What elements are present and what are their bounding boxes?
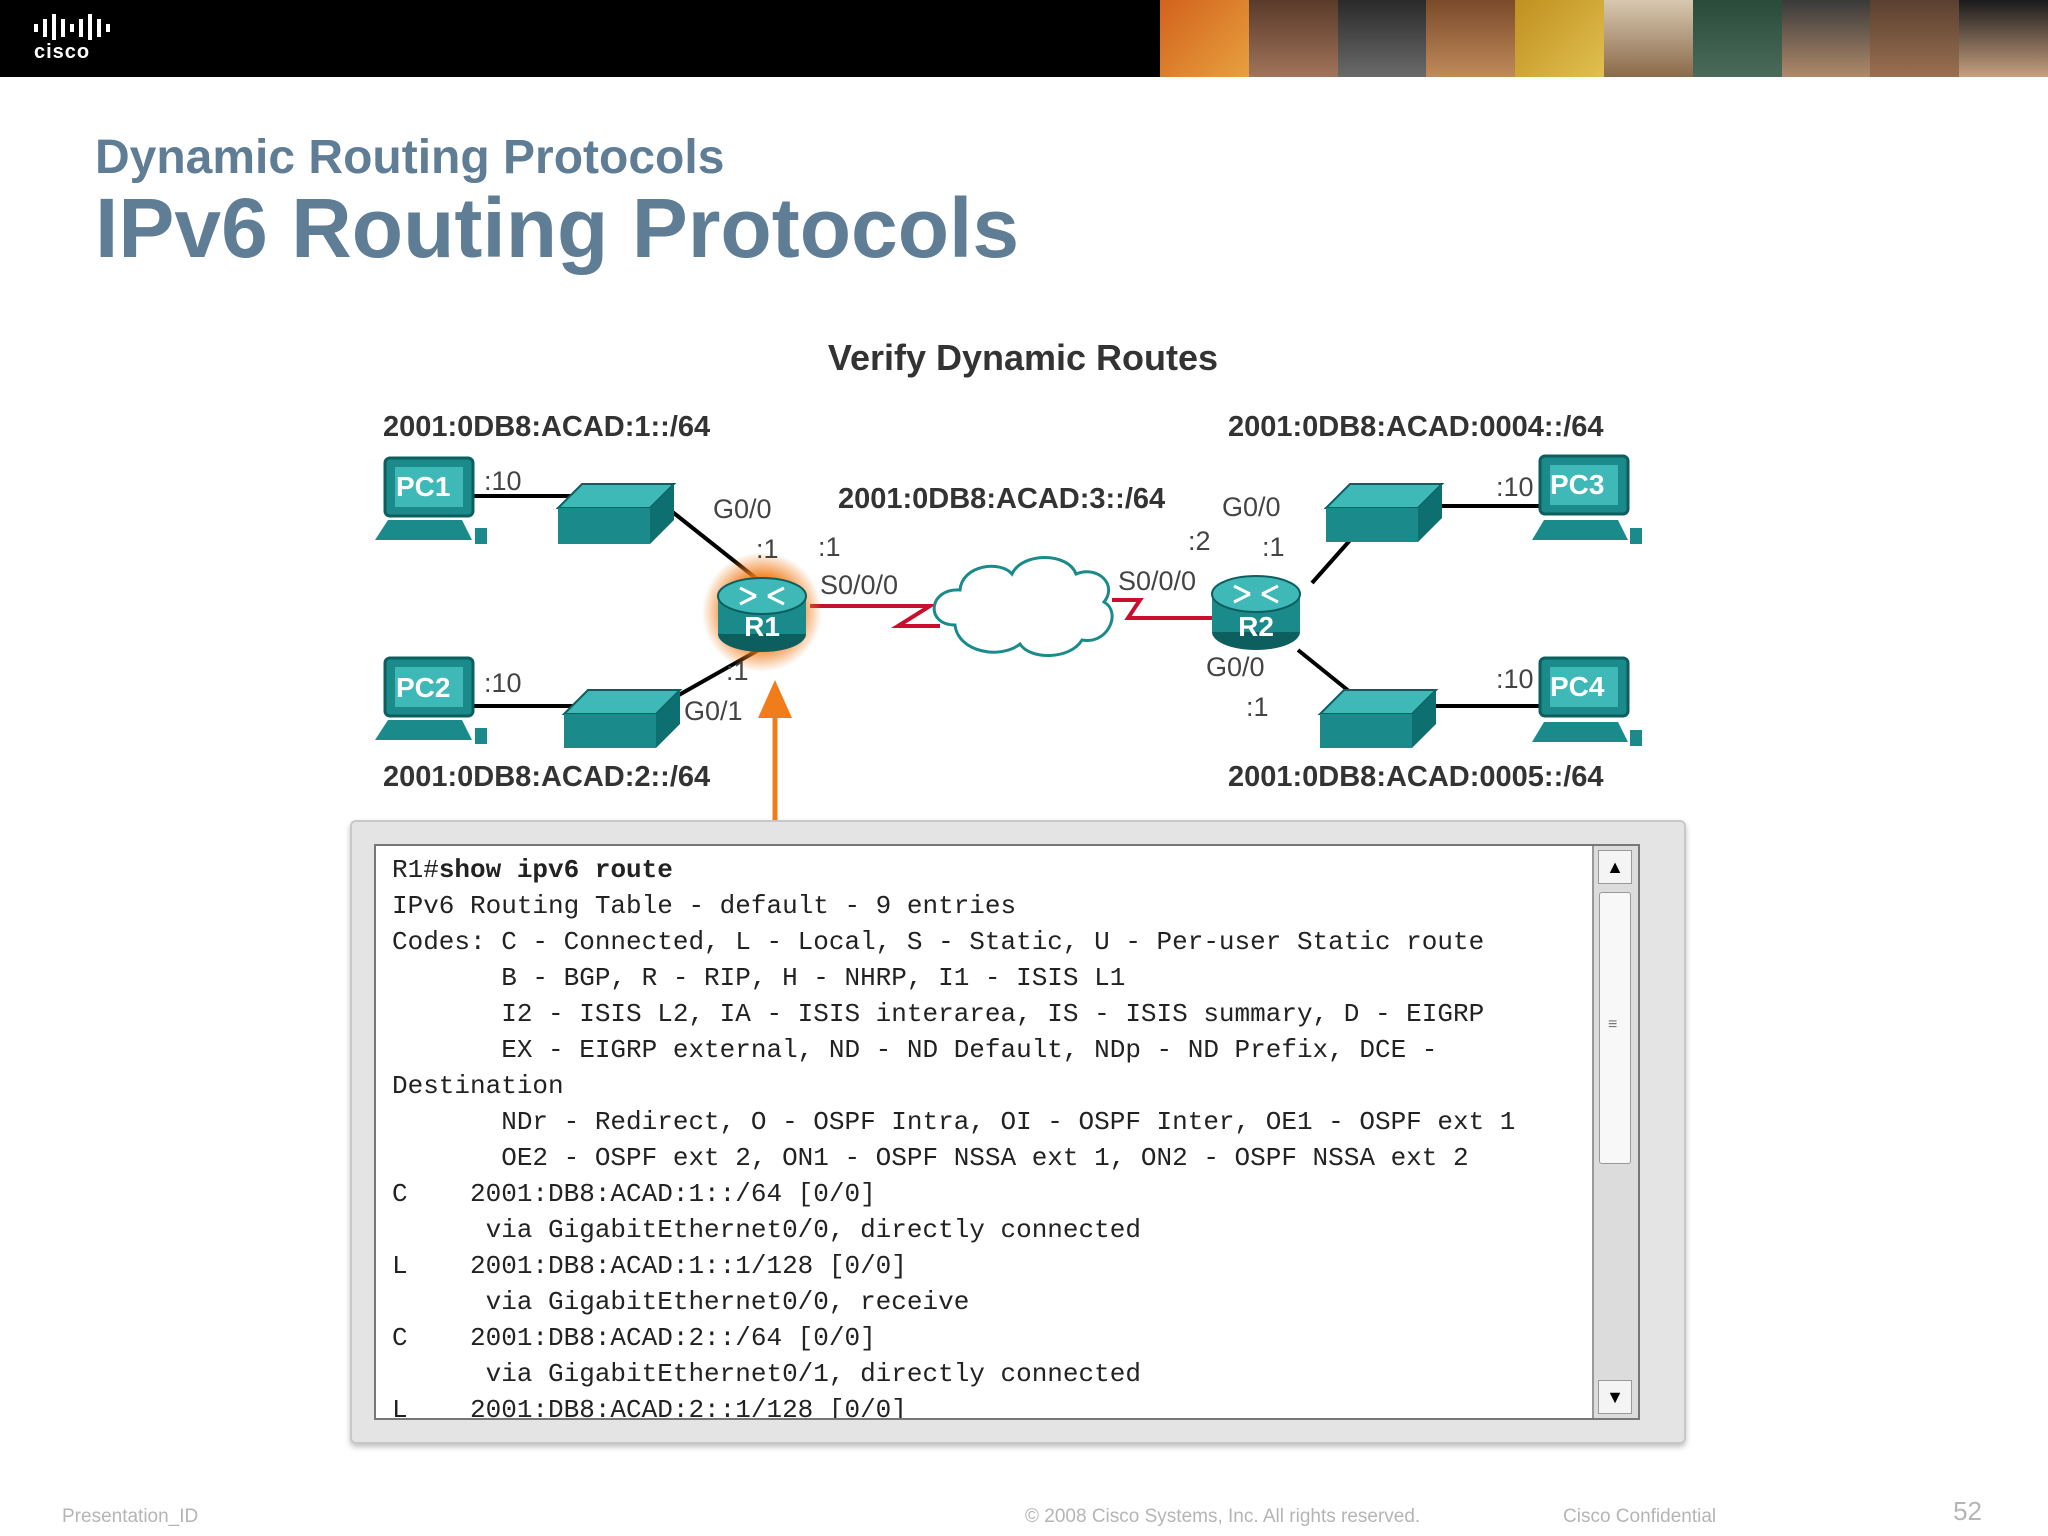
- photo-7: [1692, 0, 1782, 77]
- topology-diagram: Verify Dynamic Routes 2001:0DB8:ACAD:1::…: [375, 337, 1642, 820]
- console-line: C 2001:DB8:ACAD:1::/64 [0/0]: [392, 1179, 876, 1209]
- slide-title: IPv6 Routing Protocols: [95, 181, 1020, 275]
- photo-4: [1426, 0, 1516, 77]
- topology-title: Verify Dynamic Routes: [828, 337, 1218, 378]
- console-line: B - BGP, R - RIP, H - NHRP, I1 - ISIS L1: [392, 963, 1126, 993]
- console-line: via GigabitEthernet0/0, directly connect…: [392, 1215, 1141, 1245]
- network-label-lan2: 2001:0DB8:ACAD:2::/64: [383, 761, 710, 793]
- link-r2-switch3: [1310, 536, 1354, 585]
- r2-g00-bottom-label: G0/0: [1206, 652, 1265, 682]
- r2-s000-label: S0/0/0: [1118, 566, 1196, 596]
- console-line: C 2001:DB8:ACAD:2::/64 [0/0]: [392, 1323, 876, 1353]
- pc3-icon: [1532, 454, 1642, 544]
- top-banner: cisco: [0, 0, 2048, 77]
- pc2-host-id: :10: [484, 668, 522, 698]
- console-scrollbar[interactable]: ▲ ≡ ▼: [1592, 846, 1638, 1418]
- r2-icon: [1211, 575, 1301, 650]
- console-line: L 2001:DB8:ACAD:1::1/128 [0/0]: [392, 1251, 907, 1281]
- r1-icon: [717, 577, 807, 652]
- photo-6: [1603, 0, 1693, 77]
- pc4-icon: [1532, 656, 1642, 746]
- console-line: OE2 - OSPF ext 2, ON1 - OSPF NSSA ext 1,…: [392, 1143, 1469, 1173]
- pc2-icon: [375, 656, 487, 744]
- switch3-icon: [1323, 483, 1445, 542]
- console-prompt: R1#: [392, 855, 439, 885]
- scroll-grip-icon: ≡: [1608, 1016, 1618, 1033]
- photo-10: [1959, 0, 2048, 77]
- r2-s000-id: :2: [1188, 526, 1211, 556]
- photo-8: [1781, 0, 1871, 77]
- console-output: R1#show ipv6 route IPv6 Routing Table - …: [392, 852, 1516, 1420]
- logo-wordmark: cisco: [34, 41, 91, 63]
- console-line: NDr - Redirect, O - OSPF Intra, OI - OSP…: [392, 1107, 1516, 1137]
- footer-copyright: © 2008 Cisco Systems, Inc. All rights re…: [1025, 1506, 1421, 1527]
- pc1-icon: [375, 456, 487, 544]
- console-line: IPv6 Routing Table - default - 9 entries: [392, 891, 1017, 921]
- serial-link-r1: [810, 604, 940, 628]
- photo-5: [1515, 0, 1604, 77]
- wan-cloud: [932, 556, 1114, 657]
- console-line: Codes: C - Connected, L - Local, S - Sta…: [392, 927, 1485, 957]
- r1-g01-label: G0/1: [684, 696, 743, 726]
- r2-g00-top-id: :1: [1262, 532, 1285, 562]
- network-label-lan5: 2001:0DB8:ACAD:0005::/64: [1228, 761, 1604, 793]
- r2-label: R2: [1238, 611, 1274, 642]
- cisco-bars-icon: [34, 14, 110, 40]
- page-number: 52: [1953, 1496, 1982, 1526]
- r1-g00-label: G0/0: [713, 494, 772, 524]
- photo-2: [1248, 0, 1338, 77]
- network-label-lan4: 2001:0DB8:ACAD:0004::/64: [1228, 411, 1604, 443]
- console-frame: R1#show ipv6 route IPv6 Routing Table - …: [350, 820, 1686, 1444]
- switch2-icon: [561, 689, 683, 748]
- footer-confidential: Cisco Confidential: [1563, 1506, 1717, 1527]
- scroll-thumb[interactable]: ≡: [1599, 892, 1631, 1164]
- pc1-host-id: :10: [484, 466, 522, 496]
- r1-g01-id: :1: [726, 656, 749, 686]
- network-label-lan1: 2001:0DB8:ACAD:1::/64: [383, 411, 710, 443]
- console-line: via GigabitEthernet0/0, receive: [392, 1287, 970, 1317]
- console-command: show ipv6 route: [438, 855, 673, 885]
- footer-presentation-id: Presentation_ID: [62, 1506, 199, 1527]
- serial-link-r2: [1112, 598, 1222, 620]
- slide-subtitle: Dynamic Routing Protocols: [95, 131, 725, 184]
- header-photo-strip: [1160, 0, 2048, 77]
- switch4-icon: [1317, 689, 1439, 748]
- console-line: Destination: [392, 1071, 564, 1101]
- orange-arrow-icon: [758, 680, 792, 820]
- pc3-label: PC3: [1550, 469, 1604, 500]
- photo-1: [1160, 0, 1249, 77]
- console-window: R1#show ipv6 route IPv6 Routing Table - …: [374, 844, 1640, 1420]
- console-line: L 2001:DB8:ACAD:2::1/128 [0/0]: [392, 1395, 907, 1420]
- photo-3: [1337, 0, 1427, 77]
- cisco-logo: cisco: [32, 14, 122, 64]
- r1-s000-label: S0/0/0: [820, 570, 898, 600]
- console-line: via GigabitEthernet0/1, directly connect…: [392, 1359, 1141, 1389]
- console-line: I2 - ISIS L2, IA - ISIS interarea, IS - …: [392, 999, 1485, 1029]
- r1-g00-id: :1: [756, 534, 779, 564]
- scroll-up-icon[interactable]: ▲: [1598, 850, 1632, 884]
- pc2-label: PC2: [396, 672, 450, 703]
- r2-g00-bottom-id: :1: [1246, 692, 1269, 722]
- r1-s000-id: :1: [818, 532, 841, 562]
- photo-9: [1870, 0, 1960, 77]
- pc1-label: PC1: [396, 471, 450, 502]
- pc3-host-id: :10: [1496, 472, 1534, 502]
- pc4-label: PC4: [1550, 671, 1605, 702]
- console-line: EX - EIGRP external, ND - ND Default, ND…: [392, 1035, 1438, 1065]
- pc4-host-id: :10: [1496, 664, 1534, 694]
- r2-g00-top-label: G0/0: [1222, 492, 1281, 522]
- r1-label: R1: [744, 611, 780, 642]
- switch1-icon: [555, 483, 677, 544]
- network-label-wan: 2001:0DB8:ACAD:3::/64: [838, 483, 1165, 515]
- scroll-down-icon[interactable]: ▼: [1598, 1380, 1632, 1414]
